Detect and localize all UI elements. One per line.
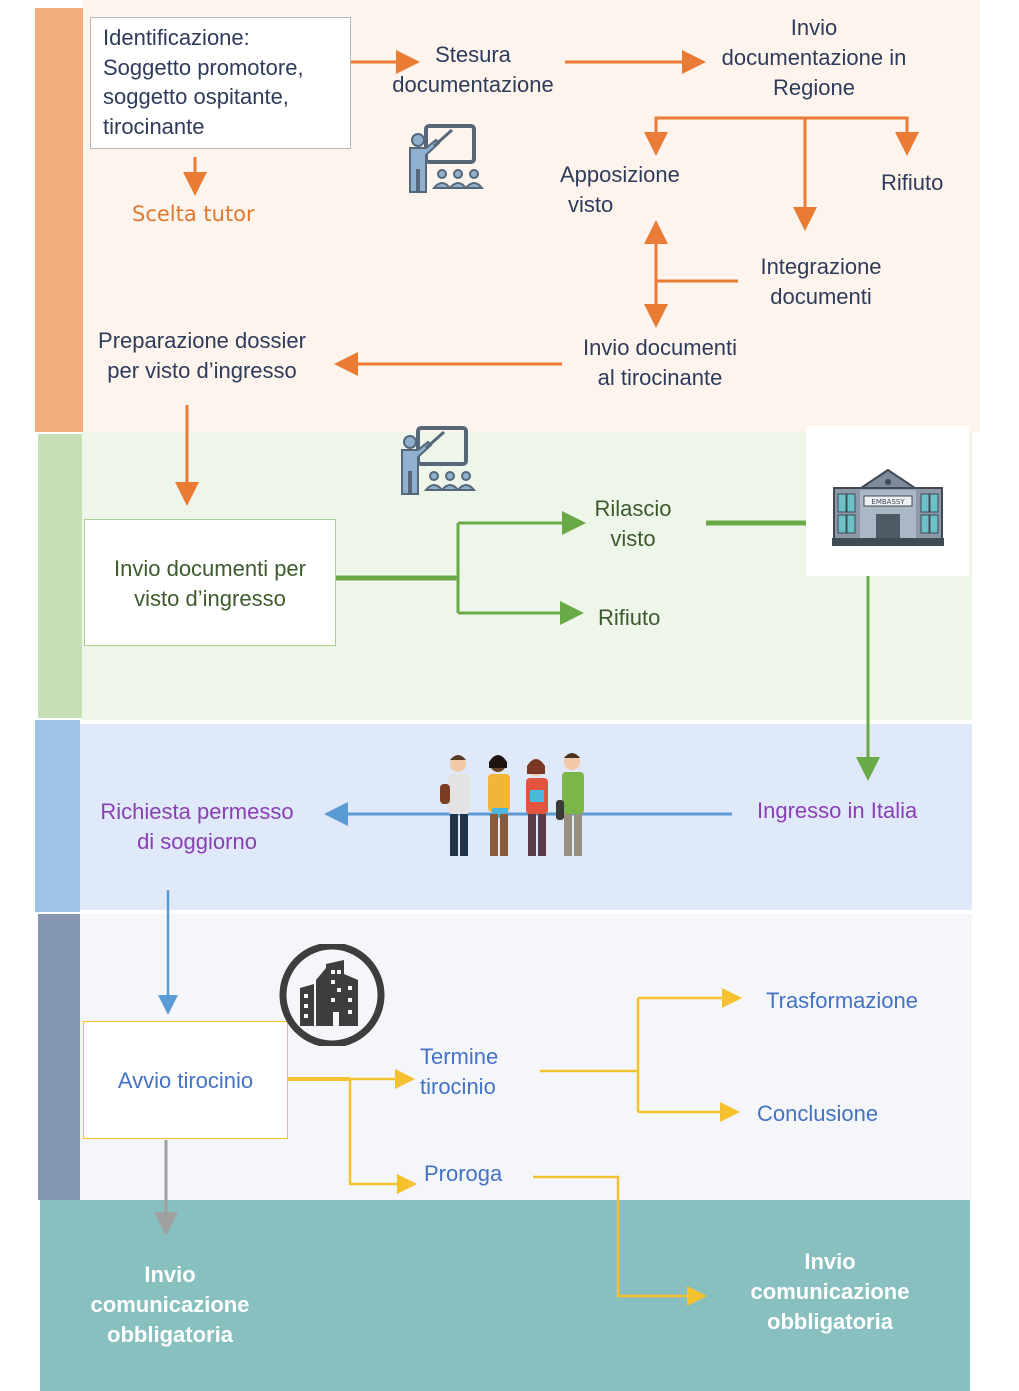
apposizione-line: Apposizione <box>560 162 680 187</box>
rifiuto-regione-label: Rifiuto <box>881 170 944 195</box>
termine-line: tirocinio <box>420 1074 496 1099</box>
invio-comunicazione-right-label: Invio comunicazione obbligatoria <box>730 1247 930 1337</box>
invio-tirocinante-line: Invio documenti <box>582 335 738 360</box>
embassy-building-icon: EMBASSY <box>832 468 944 546</box>
stesura-label: Stesura documentazione <box>378 40 568 100</box>
comunicazione-line: Invio <box>804 1249 856 1274</box>
student-figure <box>556 753 584 856</box>
preparazione-line: Preparazione dossier <box>98 328 306 353</box>
preparazione-line: per visto d’ingresso <box>107 358 297 383</box>
comunicazione-line: comunicazione <box>90 1292 250 1317</box>
termine-line: Termine <box>420 1044 499 1069</box>
student-figure <box>488 755 510 856</box>
integrazione-label: Integrazione documenti <box>748 252 894 312</box>
comunicazione-line: comunicazione <box>750 1279 910 1304</box>
phase2-bar <box>38 434 82 718</box>
stesura-line: Stesura <box>435 42 511 67</box>
termine-tirocinio-label: Termine tirocinio <box>420 1042 498 1102</box>
avvio-tirocinio-box: Avvio tirocinio <box>83 1021 288 1139</box>
rilascio-visto-label: Rilascio visto <box>583 494 683 554</box>
apposizione-visto-label: Apposizione visto <box>560 160 680 220</box>
city-buildings-icon <box>279 944 385 1046</box>
trasformazione-label: Trasformazione <box>766 988 919 1013</box>
invio-regione-line: Regione <box>773 75 855 100</box>
phase4-bar <box>38 914 80 1200</box>
integrazione-line: Integrazione <box>760 254 882 279</box>
rilascio-line: Rilascio <box>594 496 672 521</box>
phase1-bar <box>35 8 83 432</box>
identificazione-line: Soggetto promotore, <box>103 54 304 80</box>
invio-regione-line: documentazione in <box>721 45 907 70</box>
comunicazione-line: obbligatoria <box>107 1322 233 1347</box>
rilascio-line: visto <box>610 526 656 551</box>
invio-comunicazione-left-label: Invio comunicazione obbligatoria <box>70 1260 270 1350</box>
students-group-icon <box>440 753 584 856</box>
comunicazione-line: Invio <box>144 1262 196 1287</box>
identificazione-line: soggetto ospitante, <box>103 84 289 109</box>
richiesta-permesso-label: Richiesta permesso di soggiorno <box>82 797 312 857</box>
phase5-background <box>40 1200 970 1391</box>
proroga-label: Proroga <box>424 1161 503 1186</box>
phase3-background <box>80 724 972 910</box>
invio-regione-label: Invio documentazione in Regione <box>705 13 923 103</box>
invio-tirocinante-line: al tirocinante <box>597 365 723 390</box>
invio-documenti-visto-box: Invio documenti per visto d’ingresso <box>84 519 336 646</box>
embassy-sign: EMBASSY <box>871 498 905 506</box>
rifiuto-visto-label: Rifiuto <box>598 605 661 630</box>
invio-box-line: visto d’ingresso <box>134 586 286 611</box>
teacher-presentation-icon <box>401 426 477 495</box>
preparazione-dossier-label: Preparazione dossier per visto d’ingress… <box>82 326 322 386</box>
richiesta-line: di soggiorno <box>137 829 257 854</box>
identificazione-line: Identificazione: <box>103 25 250 50</box>
student-figure <box>440 755 470 856</box>
conclusione-label: Conclusione <box>757 1101 879 1126</box>
student-figure <box>526 759 548 856</box>
comunicazione-line: obbligatoria <box>767 1309 893 1334</box>
invio-regione-line: Invio <box>790 15 838 40</box>
richiesta-line: Richiesta permesso <box>100 799 294 824</box>
invio-box-line: Invio documenti per <box>114 556 306 581</box>
scelta-tutor-label: Scelta tutor <box>132 202 255 226</box>
phase3-bar <box>35 720 80 912</box>
identificazione-line: tirocinante <box>103 113 205 139</box>
integrazione-line: documenti <box>770 284 872 309</box>
teacher-presentation-icon <box>409 124 485 193</box>
identificazione-box: Identificazione: Soggetto promotore, sog… <box>90 17 351 149</box>
apposizione-line: visto <box>568 192 614 217</box>
stesura-line: documentazione <box>392 72 554 97</box>
ingresso-italia-label: Ingresso in Italia <box>757 798 918 823</box>
avvio-tirocinio-label: Avvio tirocinio <box>117 1068 254 1093</box>
invio-tirocinante-label: Invio documenti al tirocinante <box>570 333 750 393</box>
